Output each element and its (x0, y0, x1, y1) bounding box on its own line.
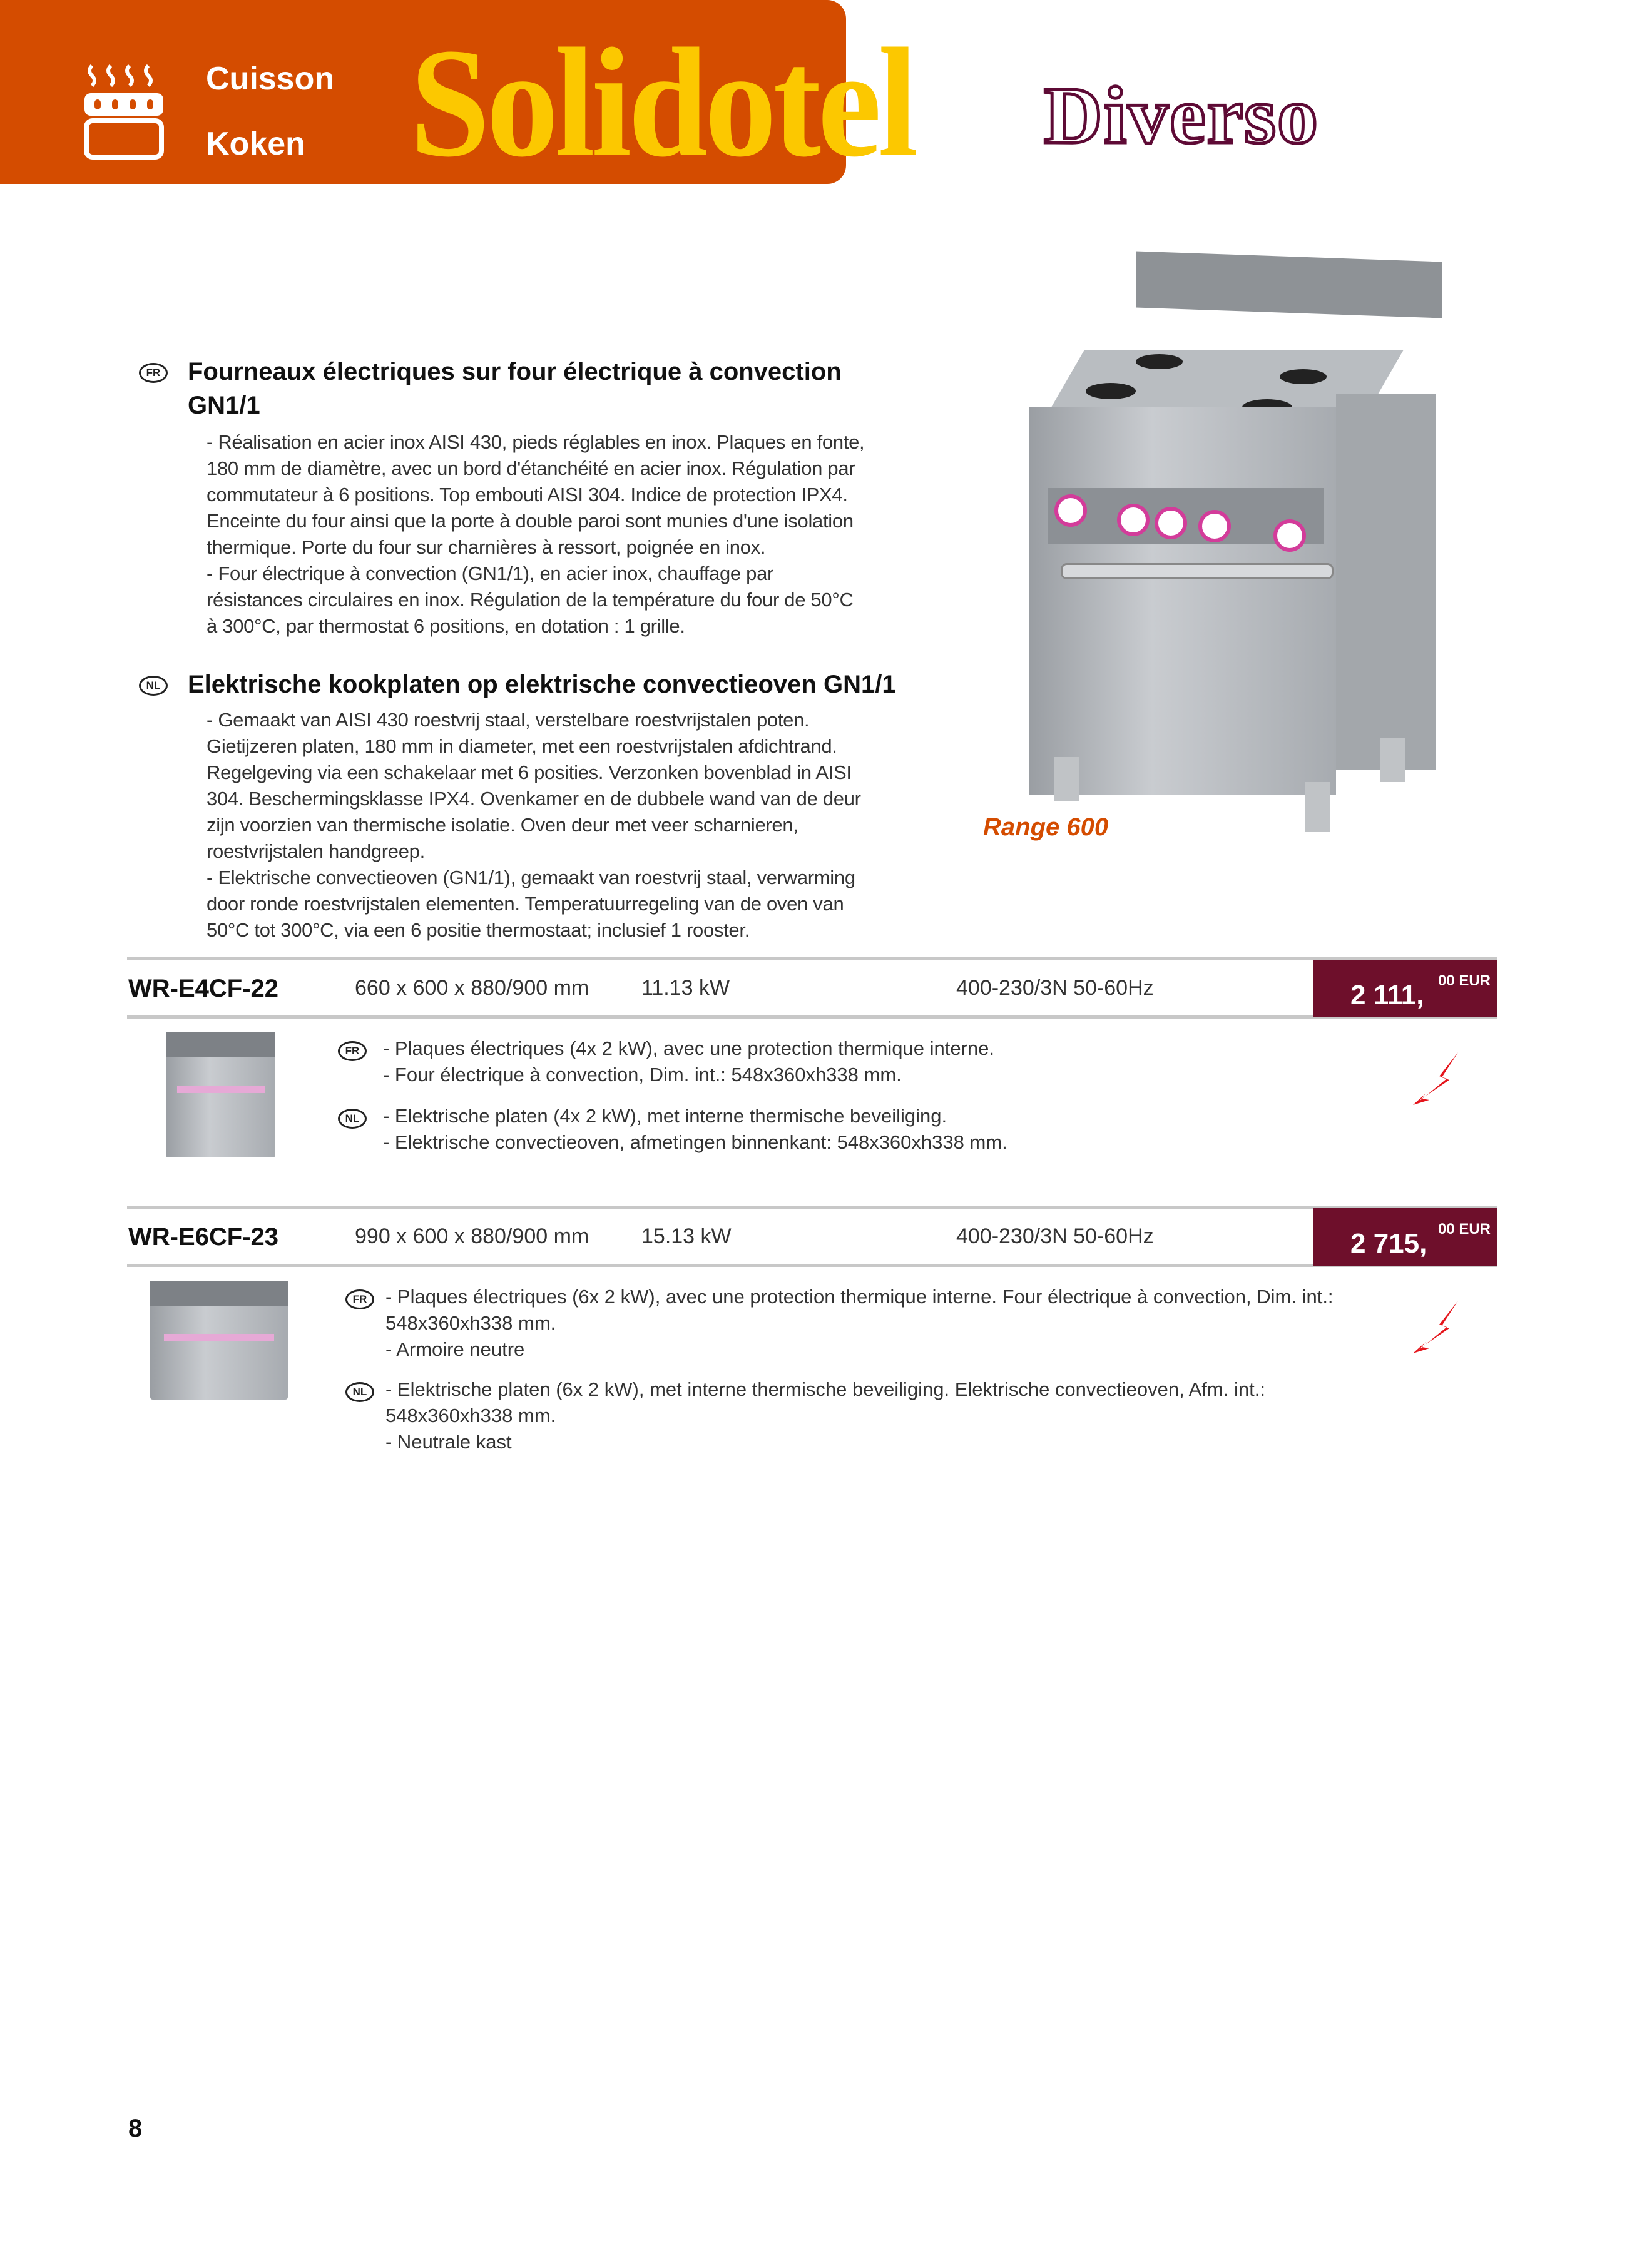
product-power: 15.13 kW (641, 1224, 732, 1248)
text-line: - Four électrique à convection, Dim. int… (383, 1064, 902, 1086)
text-line: door ronde roestvrijstalen elementen. Te… (207, 893, 844, 915)
product-code: WR-E6CF-23 (128, 1223, 279, 1251)
category-nl: Koken (206, 126, 305, 162)
text-line: à 300°C, par thermostat 6 positions, en … (207, 615, 685, 637)
diverso-logo: Diverso (1043, 71, 1320, 161)
nl-flag-icon: NL (139, 676, 168, 696)
text-line: 180 mm de diamètre, avec un bord d'étanc… (207, 457, 855, 479)
row-divider (127, 1206, 1497, 1209)
text-line: - Neutrale kast (385, 1431, 512, 1453)
fr-flag-icon: FR (345, 1289, 374, 1309)
text-line: - Elektrische convectieoven, afmetingen … (383, 1131, 1007, 1153)
text-line: commutateur à 6 positions. Top embouti A… (207, 484, 848, 506)
text-line: zijn voorzien van thermische isolatie. O… (207, 814, 798, 836)
category-fr: Cuisson (206, 61, 335, 97)
text-line: résistances circulaires en inox. Régulat… (207, 589, 854, 611)
title-line: GN1/1 (188, 392, 260, 419)
text-line: - Armoire neutre (385, 1338, 525, 1360)
details-fr: - Plaques électriques (4x 2 kW), avec un… (383, 1035, 1384, 1088)
product-code: WR-E4CF-22 (128, 975, 279, 1002)
text-line: thermique. Porte du four sur charnières … (207, 536, 766, 558)
solidotel-logo: Solidotel (410, 16, 918, 190)
text-line: - Four électrique à convection (GN1/1), … (207, 562, 774, 584)
intro-title-nl: Elektrische kookplaten op elektrische co… (188, 671, 896, 698)
details-nl: - Elektrische platen (6x 2 kW), met inte… (385, 1376, 1387, 1455)
range-label: Range 600 (983, 813, 1109, 841)
text-line: - Gemaakt van AISI 430 roestvrij staal, … (207, 709, 810, 731)
price-value: 2 715, (1350, 1228, 1427, 1259)
text-line: - Plaques électriques (6x 2 kW), avec un… (385, 1286, 1334, 1308)
row-divider (127, 1015, 1497, 1019)
electric-icon (1413, 1052, 1458, 1105)
product-voltage: 400-230/3N 50-60Hz (956, 976, 1154, 1000)
nl-flag-icon: NL (345, 1382, 374, 1402)
details-fr: - Plaques électriques (6x 2 kW), avec un… (385, 1284, 1387, 1363)
category-header: Cuisson Koken (0, 0, 846, 184)
title-line: Fourneaux électriques sur four électriqu… (188, 358, 842, 385)
fr-flag-icon: FR (338, 1041, 367, 1061)
text-line: Gietijzeren platen, 180 mm in diameter, … (207, 735, 837, 757)
text-line: 304. Beschermingsklasse IPX4. Ovenkamer … (207, 788, 861, 810)
price-badge: 2 111, 00 EUR (1313, 960, 1497, 1017)
text-line: roestvrijstalen handgreep. (207, 840, 425, 862)
row-divider (127, 957, 1497, 960)
product-dimensions: 660 x 600 x 880/900 mm (355, 976, 589, 1000)
text-line: - Elektrische convectieoven (GN1/1), gem… (207, 867, 855, 888)
details-nl: - Elektrische platen (4x 2 kW), met inte… (383, 1103, 1384, 1156)
text-line: - Elektrische platen (6x 2 kW), met inte… (385, 1378, 1265, 1400)
text-line: 50°C tot 300°C, via een 6 positie thermo… (207, 919, 750, 941)
nl-flag-icon: NL (338, 1109, 367, 1129)
product-thumbnail (166, 1032, 275, 1157)
text-line: Enceinte du four ainsi que la porte à do… (207, 510, 854, 532)
text-line: 548x360xh338 mm. (385, 1405, 556, 1426)
product-thumbnail (150, 1281, 288, 1400)
price-decimals: 00 EUR (1437, 1221, 1491, 1238)
price-value: 2 111, (1350, 980, 1424, 1010)
product-dimensions: 990 x 600 x 880/900 mm (355, 1224, 589, 1248)
text-line: - Réalisation en acier inox AISI 430, pi… (207, 431, 865, 453)
product-image-range-600 (1029, 251, 1444, 835)
text-line: 548x360xh338 mm. (385, 1312, 556, 1334)
page-number: 8 (128, 2115, 143, 2142)
product-voltage: 400-230/3N 50-60Hz (956, 1224, 1154, 1248)
text-line: - Plaques électriques (4x 2 kW), avec un… (383, 1037, 994, 1059)
cooking-stove-icon (84, 64, 164, 160)
product-power: 11.13 kW (641, 976, 730, 1000)
intro-text-nl: - Gemaakt van AISI 430 roestvrij staal, … (207, 707, 957, 943)
electric-icon (1413, 1301, 1458, 1353)
text-line: - Elektrische platen (4x 2 kW), met inte… (383, 1105, 947, 1127)
text-line: Regelgeving via een schakelaar met 6 pos… (207, 761, 852, 783)
price-decimals: 00 EUR (1437, 972, 1491, 989)
row-divider (127, 1264, 1497, 1267)
intro-title-fr: Fourneaux électriques sur four électriqu… (188, 355, 939, 422)
fr-flag-icon: FR (139, 363, 168, 383)
price-badge: 2 715, 00 EUR (1313, 1208, 1497, 1266)
intro-text-fr: - Réalisation en acier inox AISI 430, pi… (207, 429, 957, 639)
